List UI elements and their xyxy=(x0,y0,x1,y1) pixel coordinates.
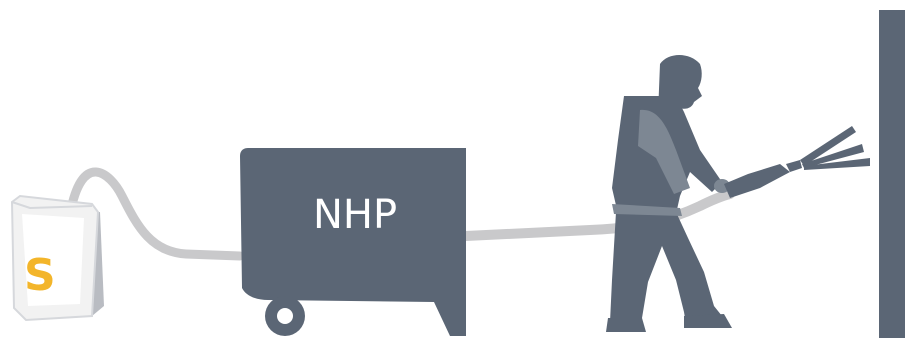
worker-figure xyxy=(606,55,732,332)
target-wall xyxy=(879,10,905,338)
hose-machine-to-nozzle xyxy=(466,194,730,236)
bag-letter: S xyxy=(24,250,56,301)
spraying-machine: NHP xyxy=(240,148,466,336)
spray-nozzle xyxy=(724,160,802,198)
spray-lance xyxy=(724,164,790,198)
spray-jets xyxy=(800,126,870,170)
worker-shoe-back xyxy=(606,318,646,332)
worker-legs xyxy=(610,212,722,326)
machine-wheel-hub xyxy=(277,308,293,324)
material-bag: S xyxy=(12,196,104,320)
machine-label: NHP xyxy=(313,192,397,238)
worker-shoe-front xyxy=(684,314,732,328)
spray-tip xyxy=(786,160,802,172)
